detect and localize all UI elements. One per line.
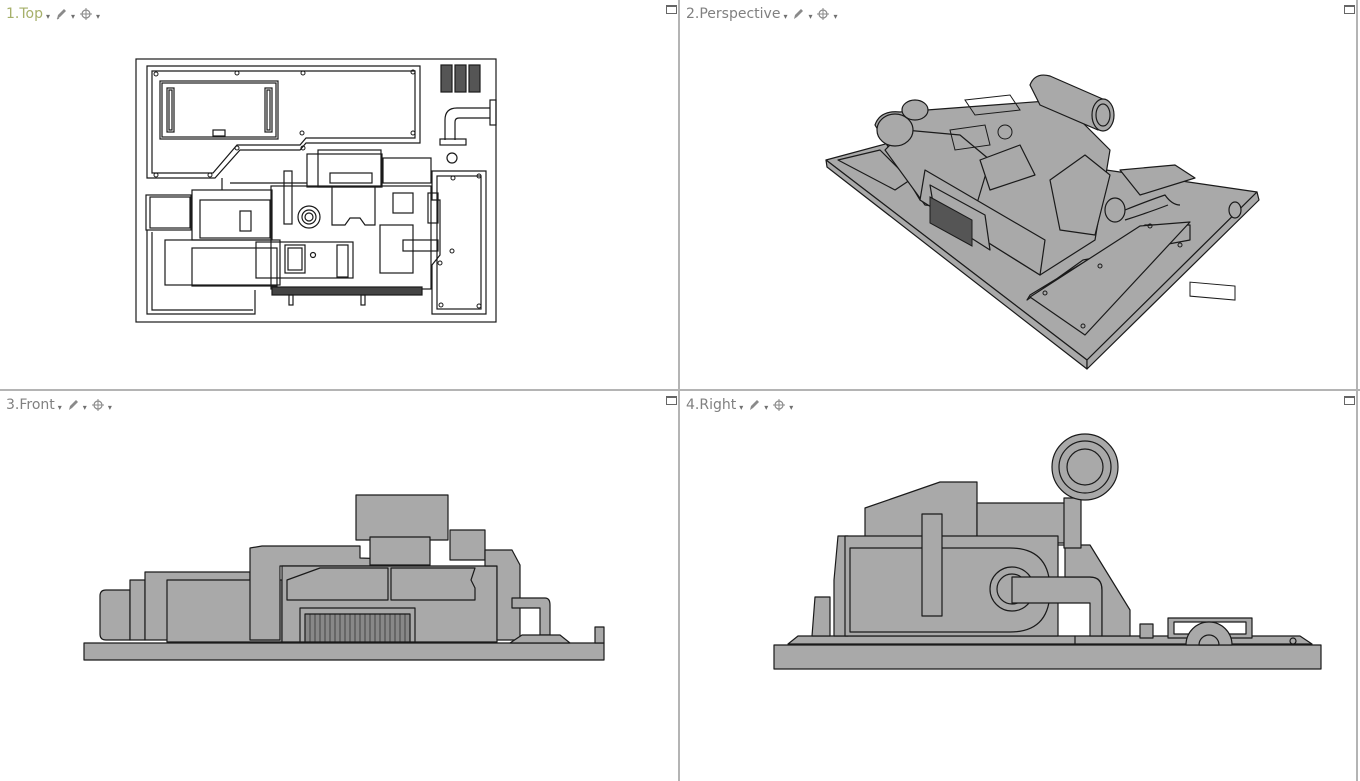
viewport-top[interactable]: 1.Top ▾ ▾ ▾ [0,0,678,389]
view-dropdown-icon[interactable]: ▾ [783,11,788,21]
viewport-right[interactable]: 4.Right ▾ ▾ ▾ [680,391,1356,781]
maximize-viewport-icon[interactable] [1344,5,1355,14]
snap-dropdown-icon[interactable]: ▾ [96,11,101,21]
pen-icon[interactable] [791,7,805,21]
viewport-perspective-label[interactable]: 2.Perspective [686,6,781,22]
right-view-drawing [773,433,1322,670]
pen-icon[interactable] [747,398,761,412]
pen-dropdown-icon[interactable]: ▾ [764,402,769,412]
maximize-viewport-icon[interactable] [1344,396,1355,405]
viewport-right-header: 4.Right ▾ ▾ ▾ [686,396,797,414]
viewport-front-header: 3.Front ▾ ▾ ▾ [6,396,116,414]
top-view-drawing [135,58,497,323]
viewport-divider-vertical[interactable] [678,0,680,781]
pen-dropdown-icon[interactable]: ▾ [808,11,813,21]
crosshair-target-icon[interactable] [79,7,93,21]
perspective-view-drawing [825,74,1260,370]
view-dropdown-icon[interactable]: ▾ [45,11,50,21]
front-view-drawing [83,494,605,661]
snap-dropdown-icon[interactable]: ▾ [107,402,112,412]
pen-icon[interactable] [54,7,68,21]
viewport-perspective-header: 2.Perspective ▾ ▾ ▾ [686,5,842,23]
pen-dropdown-icon[interactable]: ▾ [82,402,87,412]
crosshair-target-icon[interactable] [91,398,105,412]
crosshair-target-icon[interactable] [772,398,786,412]
maximize-viewport-icon[interactable] [666,396,677,405]
pen-dropdown-icon[interactable]: ▾ [71,11,76,21]
snap-dropdown-icon[interactable]: ▾ [833,11,838,21]
viewport-divider-horizontal[interactable] [0,389,1360,391]
viewport-top-header: 1.Top ▾ ▾ ▾ [6,5,104,23]
viewport-front[interactable]: 3.Front ▾ ▾ ▾ [0,391,678,781]
viewport-right-label[interactable]: 4.Right [686,397,737,413]
viewport-top-label[interactable]: 1.Top [6,6,43,22]
view-dropdown-icon[interactable]: ▾ [57,402,62,412]
view-dropdown-icon[interactable]: ▾ [739,402,744,412]
viewport-right-edge [1356,0,1358,781]
maximize-viewport-icon[interactable] [666,5,677,14]
crosshair-target-icon[interactable] [816,7,830,21]
viewport-front-label[interactable]: 3.Front [6,397,55,413]
viewport-perspective[interactable]: 2.Perspective ▾ ▾ ▾ [680,0,1356,389]
pen-icon[interactable] [66,398,80,412]
snap-dropdown-icon[interactable]: ▾ [789,402,794,412]
